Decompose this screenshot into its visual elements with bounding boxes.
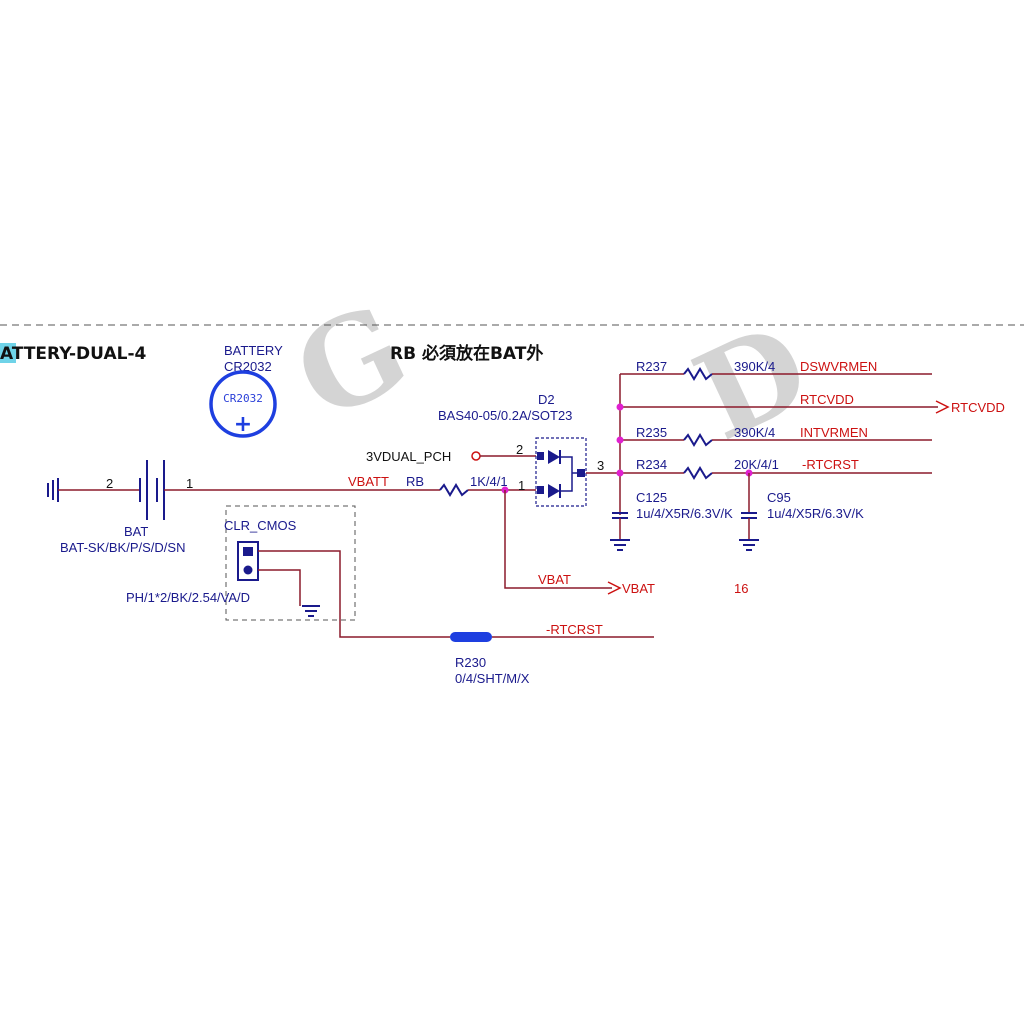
ground-symbol-c125 [610, 539, 630, 551]
resistor-r237-icon [683, 367, 713, 381]
c125-ref: C125 [636, 490, 667, 505]
net-3vdual-pch: 3VDUAL_PCH [366, 449, 451, 464]
layout-note: RB 必須放在BAT外 [390, 343, 543, 364]
clr-cmos-part: PH/1*2/BK/2.54/VA/D [126, 590, 250, 605]
capacitor-c125-icon [612, 512, 628, 519]
d2-ref: D2 [538, 392, 555, 407]
jumper-header-icon [237, 541, 259, 581]
junction-r234 [616, 469, 624, 477]
r230-ref: R230 [455, 655, 486, 670]
junction-r235 [616, 436, 624, 444]
wire-jumper-pin2 [258, 569, 301, 606]
bat-pin-left: 2 [106, 476, 113, 491]
title-highlight [0, 343, 16, 363]
d2-diode-icon [537, 450, 585, 498]
net-vbat: VBAT [538, 572, 571, 587]
d2-package-outline [535, 437, 587, 507]
watermark-letter-d: D [675, 296, 829, 468]
port-3vdual-icon [471, 451, 481, 461]
coin-cell-label: CR2032 [223, 392, 263, 405]
resistor-rb-icon [439, 483, 469, 497]
capacitor-c95-icon [741, 512, 757, 519]
resistor-r230-icon [450, 632, 492, 642]
arrow-vbat-icon [607, 581, 622, 595]
net-rtcrst-bottom: -RTCRST [546, 622, 603, 637]
bat-pin-right: 1 [186, 476, 193, 491]
ground-symbol-jumper [302, 605, 320, 617]
port-vbat: VBAT [622, 581, 655, 596]
clr-cmos-ref: CLR_CMOS [224, 518, 297, 533]
ground-symbol-c95 [739, 539, 759, 551]
d2-pin2: 2 [516, 442, 523, 457]
r235-value: 390K/4 [734, 425, 775, 440]
r237-ref: R237 [636, 359, 667, 374]
r235-ref: R235 [636, 425, 667, 440]
clr-cmos-outline [225, 505, 356, 621]
port-rtcvdd: RTCVDD [951, 400, 1005, 415]
net-vbatt: VBATT [348, 474, 389, 489]
r230-value: 0/4/SHT/M/X [455, 671, 530, 686]
r237-value: 390K/4 [734, 359, 775, 374]
c95-ref: C95 [767, 490, 791, 505]
bat-ref: BAT [124, 524, 148, 539]
ground-symbol-bat [47, 478, 59, 502]
r234-ref: R234 [636, 457, 667, 472]
rb-pin: 1 [518, 478, 525, 493]
battery-cell-icon [139, 460, 165, 520]
wire-jumper-pin1 [258, 550, 450, 638]
resistor-r235-icon [683, 433, 713, 447]
net-rtcrst: -RTCRST [802, 457, 859, 472]
net-rtcvdd: RTCVDD [800, 392, 854, 407]
resistor-r234-icon [683, 466, 713, 480]
c95-value: 1u/4/X5R/6.3V/K [767, 506, 864, 521]
coin-cell-icon [209, 370, 277, 438]
sheet-title: ATTERY-DUAL-4 [0, 344, 146, 364]
net-intvrmen: INTVRMEN [800, 425, 868, 440]
junction-rtcvdd [616, 403, 624, 411]
r234-value: 20K/4/1 [734, 457, 779, 472]
page-number: 16 [734, 581, 748, 596]
d2-part: BAS40-05/0.2A/SOT23 [438, 408, 572, 423]
rb-value: 1K/4/1 [470, 474, 508, 489]
net-dswvrmen: DSWVRMEN [800, 359, 877, 374]
arrow-rtcvdd-icon [935, 400, 950, 414]
bat-part: BAT-SK/BK/P/S/D/SN [60, 540, 185, 555]
coin-cell-plus-icon: + [234, 412, 252, 437]
battery-type: CR2032 [224, 359, 272, 374]
wire-vbat [504, 490, 612, 589]
rb-ref: RB [406, 474, 424, 489]
battery-ref: BATTERY [224, 343, 283, 358]
c125-value: 1u/4/X5R/6.3V/K [636, 506, 733, 521]
d2-pin3: 3 [597, 458, 604, 473]
